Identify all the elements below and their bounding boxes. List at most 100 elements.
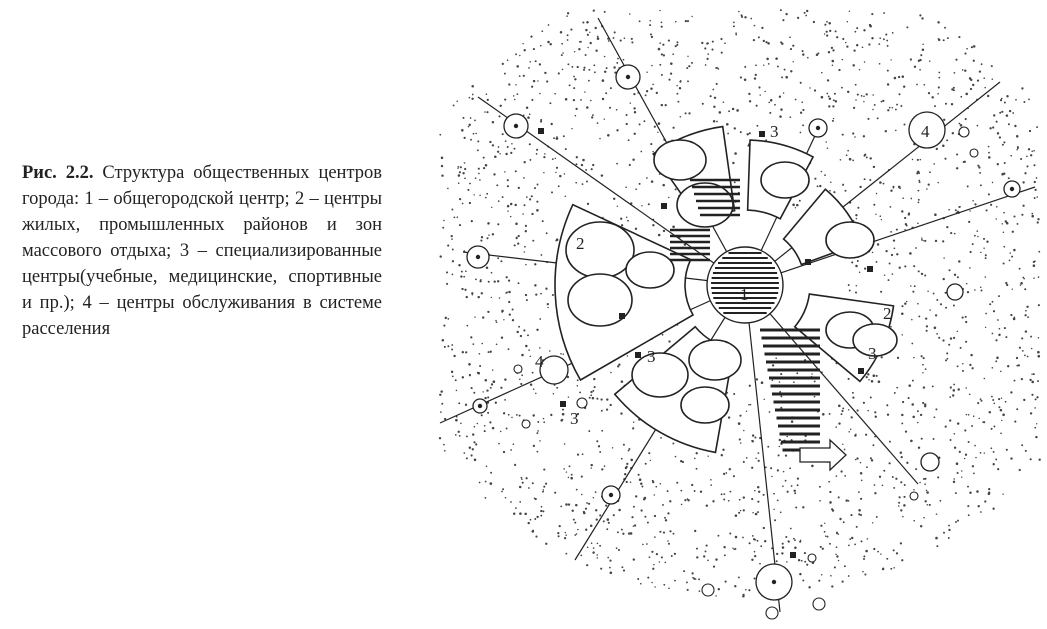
dot xyxy=(995,218,997,220)
dot xyxy=(901,422,904,425)
dot xyxy=(771,547,773,550)
dot xyxy=(561,418,564,421)
dot xyxy=(778,445,781,448)
dot xyxy=(717,587,721,591)
dot xyxy=(484,378,488,382)
dot xyxy=(538,63,542,66)
dot xyxy=(871,36,874,40)
dot xyxy=(923,83,926,86)
dot xyxy=(541,220,544,223)
dot xyxy=(471,292,474,295)
dot xyxy=(676,84,678,87)
dot xyxy=(613,66,616,69)
dot xyxy=(1013,379,1016,382)
dot xyxy=(967,414,970,416)
dot xyxy=(961,316,964,319)
dot xyxy=(650,35,654,39)
dot xyxy=(649,20,651,22)
dot xyxy=(1037,218,1040,221)
dot xyxy=(497,146,500,148)
dot xyxy=(649,24,652,27)
dot xyxy=(659,63,662,66)
dot xyxy=(895,477,898,480)
dot xyxy=(495,321,498,324)
dot xyxy=(575,488,578,491)
dot xyxy=(722,472,726,476)
dot xyxy=(852,396,855,399)
dot xyxy=(956,471,959,475)
dot xyxy=(445,271,449,274)
dot xyxy=(949,396,952,398)
dot xyxy=(755,104,758,107)
dot xyxy=(654,536,656,538)
dot xyxy=(589,99,592,102)
dot xyxy=(1000,397,1003,399)
dot xyxy=(644,94,647,97)
dot xyxy=(796,203,799,207)
dot xyxy=(534,284,537,287)
dot xyxy=(937,181,939,184)
dot xyxy=(629,102,632,104)
dot xyxy=(902,197,904,199)
dot xyxy=(789,467,792,470)
dot xyxy=(929,309,931,311)
dot xyxy=(824,23,827,26)
dot xyxy=(965,92,968,96)
dot xyxy=(564,195,567,198)
dot xyxy=(998,136,1002,139)
dot xyxy=(443,219,445,222)
dot xyxy=(890,59,892,61)
dot xyxy=(551,158,554,160)
dot xyxy=(931,385,934,388)
dot xyxy=(484,163,488,167)
dot xyxy=(767,445,770,448)
dot xyxy=(868,23,872,27)
label-specialized-center: 3 xyxy=(868,344,877,363)
dot xyxy=(584,91,586,93)
dot xyxy=(493,280,496,283)
dot xyxy=(451,238,453,240)
dot xyxy=(624,473,627,476)
dot xyxy=(917,198,920,201)
dot xyxy=(820,170,823,173)
dot xyxy=(796,16,800,20)
dot xyxy=(451,344,454,346)
dot xyxy=(546,302,549,306)
dot xyxy=(607,134,610,137)
dot xyxy=(615,108,618,111)
dot xyxy=(583,66,586,69)
dot xyxy=(672,53,675,56)
zone-blob xyxy=(680,386,730,424)
dot xyxy=(918,315,921,318)
dot xyxy=(925,317,928,320)
dot xyxy=(769,111,772,114)
dot xyxy=(487,310,490,314)
dot xyxy=(464,177,466,180)
dot xyxy=(838,422,841,425)
dot xyxy=(620,380,624,383)
dot xyxy=(904,265,907,268)
dot xyxy=(820,574,823,576)
dot xyxy=(982,237,986,240)
dot xyxy=(711,48,714,51)
dot xyxy=(1011,255,1014,258)
dot xyxy=(454,379,457,382)
dot xyxy=(963,457,966,460)
dot xyxy=(501,62,504,66)
dot xyxy=(998,295,1000,298)
dot xyxy=(679,459,683,463)
dot xyxy=(1007,123,1010,126)
dot xyxy=(484,396,487,400)
dot xyxy=(662,229,666,233)
dot xyxy=(866,538,869,540)
dot xyxy=(1031,393,1034,396)
dot xyxy=(473,425,476,428)
dot xyxy=(851,391,854,394)
dot xyxy=(652,150,654,153)
dot xyxy=(487,411,490,414)
dot xyxy=(676,43,679,46)
dot xyxy=(549,102,552,105)
label-district-center: 2 xyxy=(883,304,892,323)
dot xyxy=(901,413,904,417)
dot xyxy=(603,70,607,74)
